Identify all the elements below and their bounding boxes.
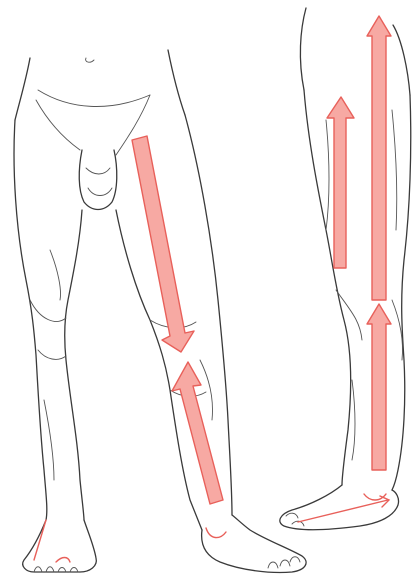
side-leg-outline — [304, 90, 411, 490]
front-shin-up-arrow — [172, 362, 223, 504]
side-back-thigh-up-arrow — [327, 97, 354, 268]
side-shin-up-arrow — [367, 304, 391, 470]
front-right-foot-outline — [202, 515, 306, 573]
front-view-figure — [14, 50, 306, 573]
front-ankle-curve-mark — [206, 528, 226, 538]
front-left-foot-outline — [23, 520, 97, 572]
side-view-figure — [280, 8, 411, 530]
front-torso-outline — [15, 50, 185, 155]
front-right-leg-outline — [14, 120, 84, 520]
front-genitals-outline — [79, 150, 117, 210]
front-thigh-down-arrow — [132, 136, 194, 352]
side-front-long-up-arrow — [367, 16, 391, 300]
side-torso-outline — [300, 8, 410, 95]
front-left-foot-toe-marks — [34, 520, 70, 562]
side-foot-outline — [280, 485, 399, 530]
